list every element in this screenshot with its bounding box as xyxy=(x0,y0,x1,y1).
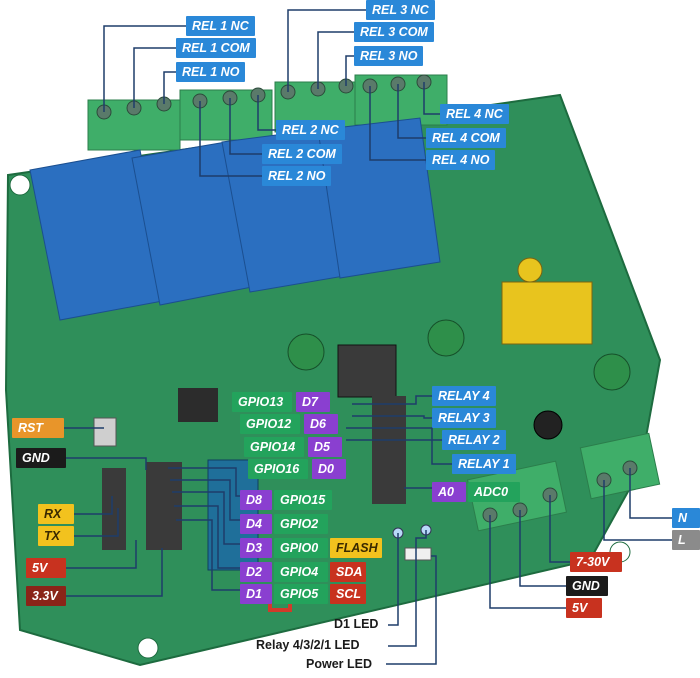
label-rel3-no: REL 3 NO xyxy=(354,46,424,66)
label-d2: D2 xyxy=(240,562,272,582)
label-d6: D6 xyxy=(304,414,338,434)
leader-lines xyxy=(64,9,672,665)
label-a0: A0 xyxy=(432,482,466,502)
label-d8: D8 xyxy=(240,490,272,510)
label-gpio12: GPIO12 xyxy=(240,414,300,434)
label-d0: D0 xyxy=(312,459,346,479)
label-relay3: RELAY 3 xyxy=(432,408,496,428)
label-rel2-com: REL 2 COM xyxy=(262,144,342,164)
label-d1-led: D1 LED xyxy=(334,617,379,631)
label-gpio15: GPIO15 xyxy=(274,490,332,510)
label-gnd-left: GND xyxy=(16,448,66,468)
label-gpio0: GPIO0 xyxy=(274,538,328,558)
transformer xyxy=(501,281,593,345)
label-rel3-nc: REL 3 NC xyxy=(366,0,435,20)
label-relay4: RELAY 4 xyxy=(432,386,496,406)
label-d5: D5 xyxy=(308,437,342,457)
label-7-30v: 7-30V xyxy=(570,552,622,572)
label-flash: FLASH xyxy=(330,538,382,558)
label-gnd-power: GND xyxy=(566,576,608,596)
label-gpio5: GPIO5 xyxy=(274,584,328,604)
label-gpio14: GPIO14 xyxy=(244,437,304,457)
label-d1: D1 xyxy=(240,584,272,604)
capacitor xyxy=(517,257,543,283)
label-relay2: RELAY 2 xyxy=(442,430,506,450)
label-d3: D3 xyxy=(240,538,272,558)
label-3v3: 3.3V xyxy=(26,586,66,606)
label-rel4-no: REL 4 NO xyxy=(426,150,496,170)
label-relay1: RELAY 1 xyxy=(452,454,516,474)
label-d4: D4 xyxy=(240,514,272,534)
capacitor xyxy=(593,353,631,391)
power-led xyxy=(404,547,432,561)
label-rel2-nc: REL 2 NC xyxy=(276,120,345,140)
label-rel2-no: REL 2 NO xyxy=(262,166,332,186)
mounting-hole xyxy=(137,637,159,659)
label-5v-power: 5V xyxy=(566,598,602,618)
label-rel1-com: REL 1 COM xyxy=(176,38,256,58)
label-power-led: Power LED xyxy=(306,657,372,671)
label-n: N xyxy=(672,508,700,528)
label-sda: SDA xyxy=(330,562,366,582)
label-tx: TX xyxy=(38,526,74,546)
label-rx: RX xyxy=(38,504,74,524)
label-rel4-nc: REL 4 NC xyxy=(440,104,509,124)
label-rel3-com: REL 3 COM xyxy=(354,22,434,42)
label-d7: D7 xyxy=(296,392,330,412)
header-serial xyxy=(102,468,126,550)
ntc-thermistor xyxy=(533,410,563,440)
label-gpio4: GPIO4 xyxy=(274,562,328,582)
inductor xyxy=(337,344,397,398)
label-scl: SCL xyxy=(330,584,366,604)
label-l: L xyxy=(672,530,700,550)
label-gpio13: GPIO13 xyxy=(232,392,292,412)
label-adc0: ADC0 xyxy=(468,482,520,502)
label-gpio2: GPIO2 xyxy=(274,514,328,534)
label-5v-left: 5V xyxy=(26,558,66,578)
label-gpio16: GPIO16 xyxy=(248,459,308,479)
voltage-regulator xyxy=(178,388,218,422)
label-rel4-com: REL 4 COM xyxy=(426,128,506,148)
reset-button xyxy=(93,417,117,447)
label-rel1-nc: REL 1 NC xyxy=(186,16,255,36)
header-relay xyxy=(372,396,406,504)
capacitor xyxy=(427,319,465,357)
mounting-hole xyxy=(9,174,31,196)
label-rel1-no: REL 1 NO xyxy=(176,62,246,82)
label-rst: RST xyxy=(12,418,64,438)
label-relay-led: Relay 4/3/2/1 LED xyxy=(256,638,360,652)
capacitor xyxy=(287,333,325,371)
